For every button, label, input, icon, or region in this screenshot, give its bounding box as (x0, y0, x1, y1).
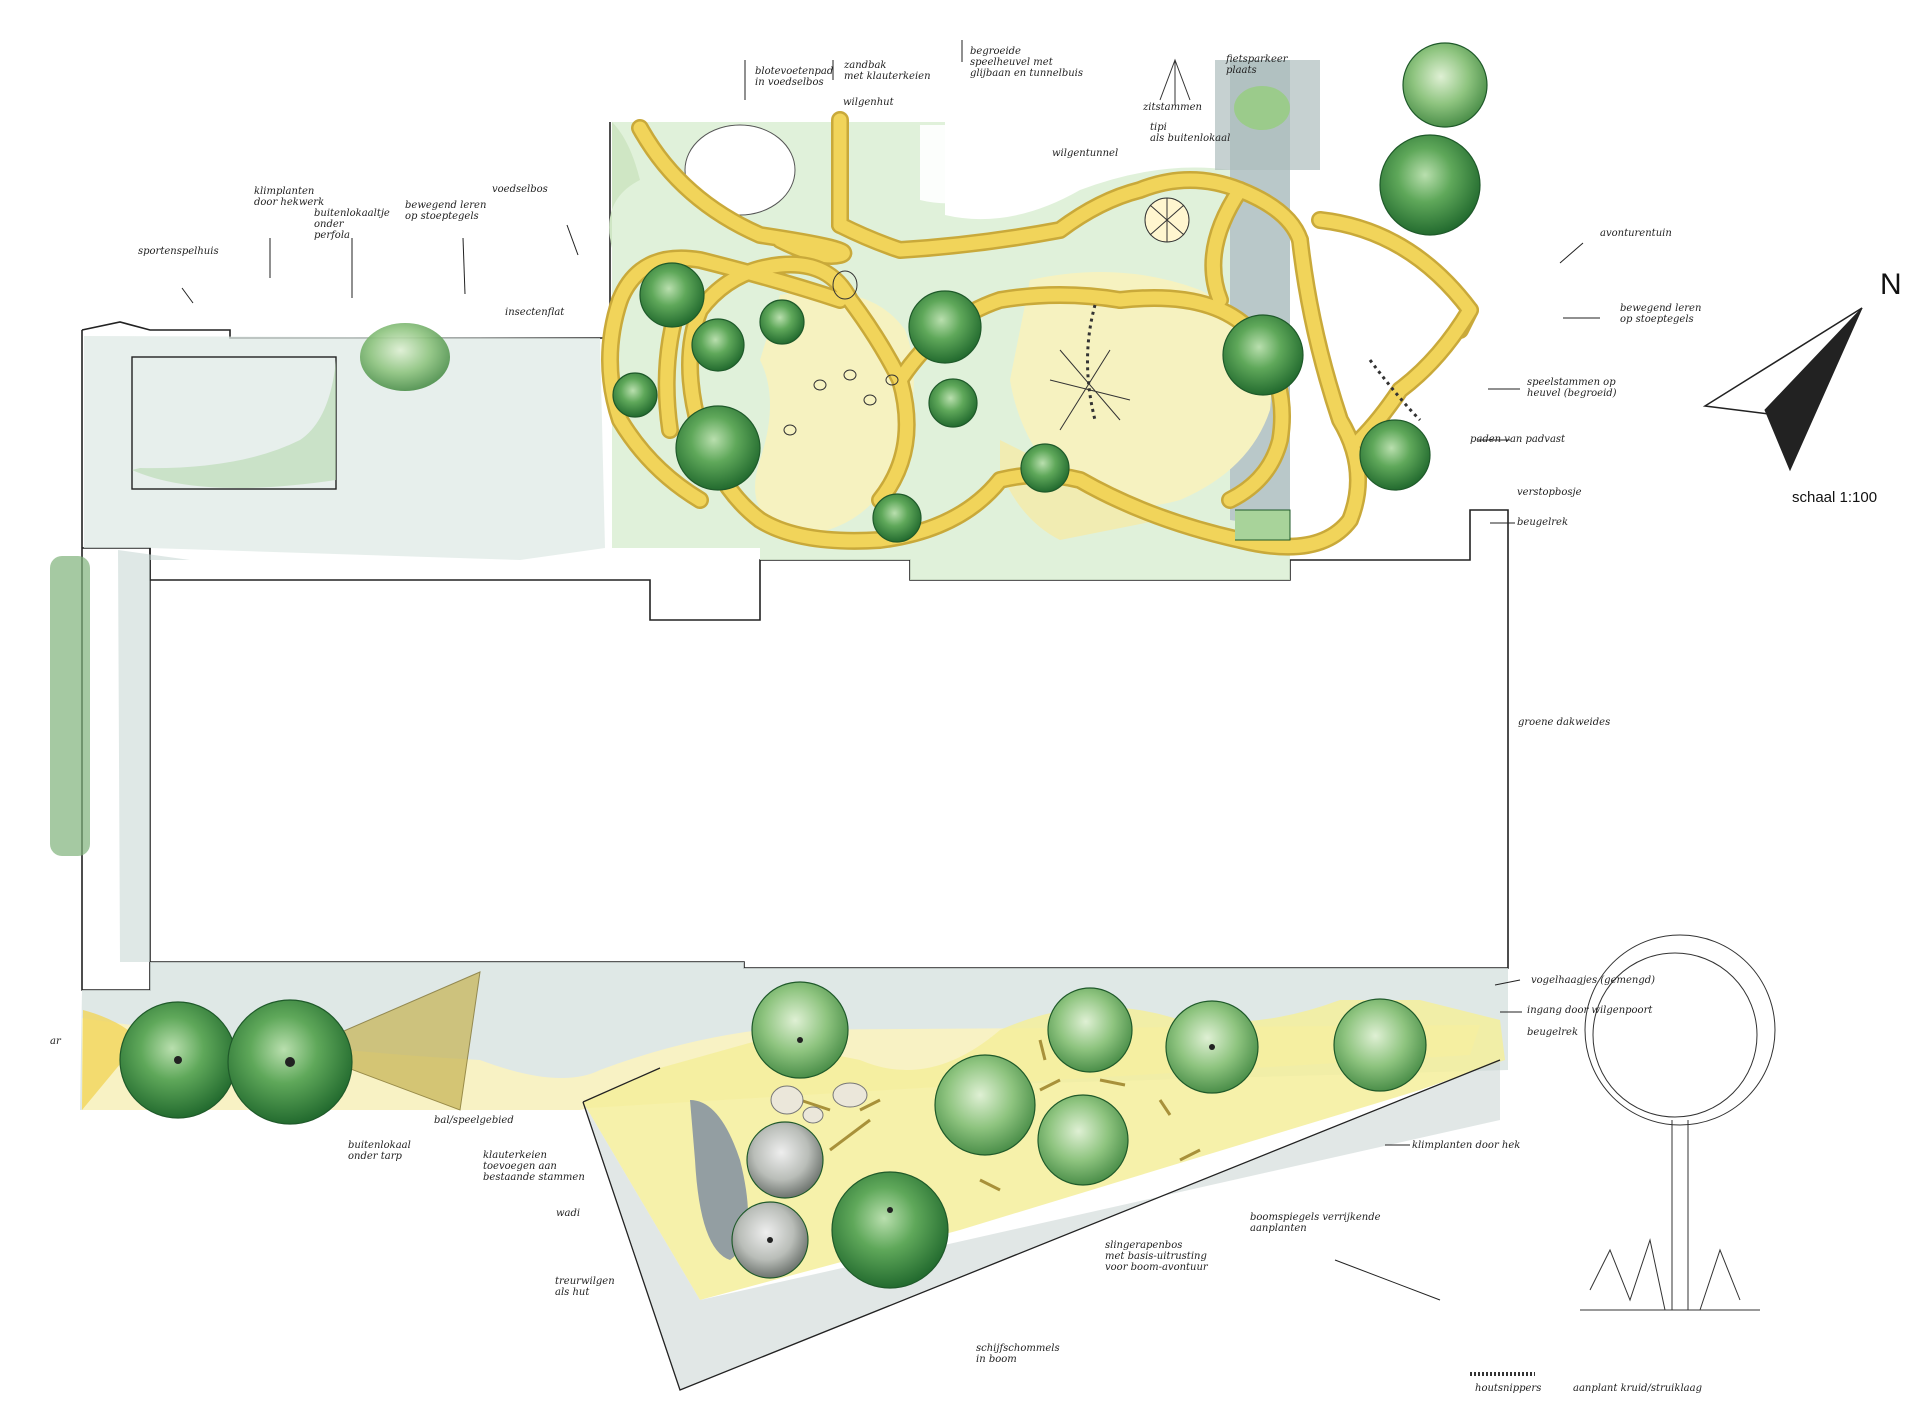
label-speelstammen: speelstammen op heuvel (begroeid) (1527, 377, 1617, 399)
label-buitenlokaal-tarp: buitenlokaal onder tarp (348, 1140, 411, 1162)
label-beugelrek-1: beugelrek (1517, 517, 1569, 528)
forecourt (50, 323, 605, 962)
label-wadi: wadi (556, 1208, 581, 1219)
north-arrow (1702, 307, 1863, 472)
label-vogelhaagjes: vogelhaagjes (gemengd) (1531, 975, 1656, 986)
label-paden: paden van padvast (1470, 434, 1566, 445)
label-beugelrek-2: beugelrek (1527, 1027, 1579, 1038)
label-insectenflat: insectenflat (505, 307, 565, 318)
label-edge: ar (50, 1036, 61, 1047)
label-avonturentuin: avonturentuin (1600, 228, 1672, 239)
north-details (783, 58, 1422, 541)
label-wilgentunnel: wilgentunnel (1052, 148, 1119, 159)
label-verstopbosje: verstopbosje (1517, 487, 1582, 498)
label-blotevoetenpad: blotevoetenpad in voedselbos (755, 66, 834, 88)
label-groene-dakweides: groene dakweides (1518, 717, 1611, 728)
label-ingang: ingang door wilgenpoort (1527, 1005, 1653, 1016)
leader-lines (181, 40, 1600, 1301)
label-buitenlokaaltje: buitenlokaaltje onder perfola (314, 208, 390, 241)
label-aanplant: aanplant kruid/struiklaag (1573, 1383, 1702, 1394)
label-fietsparkeerplaats: fietsparkeer plaats (1226, 54, 1288, 76)
south-details (174, 1037, 1215, 1243)
north-label: N (1880, 268, 1902, 301)
label-sportenspelhuis: sportenspelhuis (138, 246, 219, 257)
label-klimplanten-hek: klimplanten door hek (1412, 1140, 1521, 1151)
scale-label: schaal 1:100 (1792, 489, 1878, 506)
label-treurwilgen: treurwilgen als hut (555, 1276, 615, 1298)
label-bal-speelgebied: bal/speelgebied (434, 1115, 514, 1126)
label-wilgenhut: wilgenhut (843, 97, 894, 108)
label-slingerapenbos: slingerapenbos met basis-uitrusting voor… (1105, 1240, 1208, 1273)
label-voedselbos: voedselbos (492, 184, 548, 195)
label-houtsnippers: houtsnippers (1475, 1383, 1542, 1394)
north-trees (612, 42, 1488, 543)
label-zitstammen: zitstammen (1143, 102, 1202, 113)
label-bewegend-leren-1: bewegend leren op stoeptegels (405, 200, 487, 222)
label-klauterkeien: klauterkeien toevoegen aan bestaande sta… (483, 1150, 585, 1183)
label-bewegend-leren-2: bewegend leren op stoeptegels (1620, 303, 1702, 325)
label-tipi: tipi als buitenlokaal (1150, 122, 1231, 144)
label-zandbak: zandbak met klauterkeien (844, 60, 931, 82)
sketch-tree (1470, 934, 1776, 1376)
label-boomspiegels: boomspiegels verrijkende aanplanten (1250, 1212, 1381, 1234)
label-klimplanten-hekwerk: klimplanten door hekwerk (254, 186, 325, 208)
label-speelheuvel: begroeide speelheuvel met glijbaan en tu… (970, 46, 1084, 79)
label-schijfschommels: schijfschommels in boom (976, 1343, 1060, 1365)
